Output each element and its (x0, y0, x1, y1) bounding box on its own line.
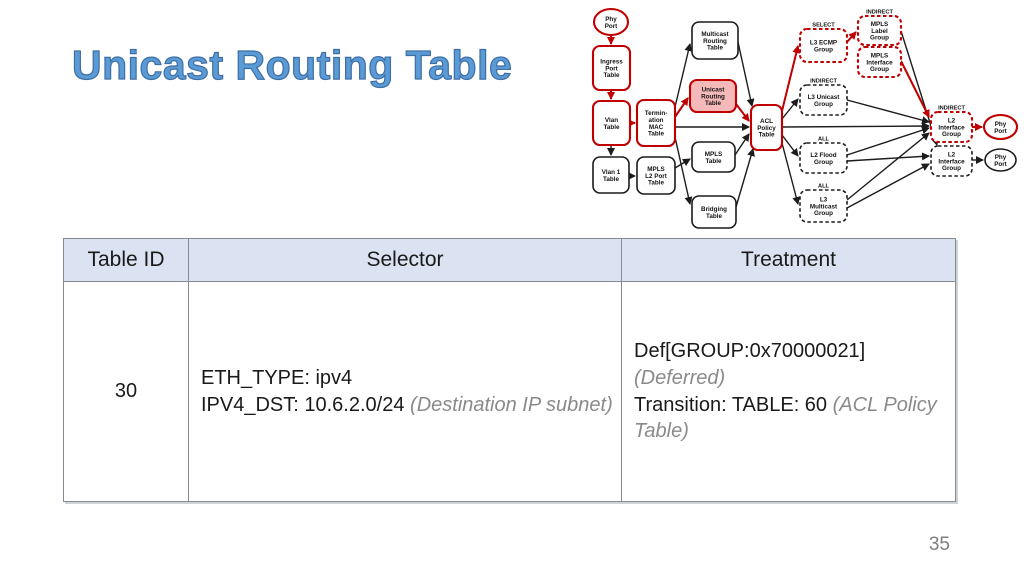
column-header-selector: Selector (188, 238, 622, 282)
flow-table: Table ID Selector Treatment 30 ETH_TYPE:… (63, 238, 956, 502)
diagram-tag-l3-multicast-group: ALL (818, 184, 830, 190)
diagram-edge (846, 99, 930, 125)
diagram-edge (781, 98, 799, 120)
diagram-edge (846, 31, 857, 43)
diagram-edge (846, 126, 930, 156)
table-row: 30 ETH_TYPE: ipv4 IPV4_DST: 10.6.2.0/24 … (63, 281, 956, 502)
selector-line: ETH_TYPE: ipv4 (201, 366, 353, 389)
diagram-tag-l2-interface-group-a: INDIRECT (938, 106, 965, 112)
diagram-edge (674, 136, 693, 205)
diagram-edge (846, 152, 930, 162)
diagram-tag-l3-ecmp-group: SELECT (812, 23, 835, 29)
cell-table-id: 30 (63, 281, 189, 502)
column-header-table-id: Table ID (63, 238, 189, 282)
diagram-edge (735, 103, 750, 122)
diagram-edge (846, 132, 930, 201)
diagram-edge (781, 45, 801, 112)
page-number: 35 (928, 534, 950, 555)
diagram-edge (735, 148, 755, 208)
flow-table-header-row: Table ID Selector Treatment (63, 238, 956, 282)
treatment-line: Transition: TABLE: 60 (ACL Policy Table) (634, 393, 937, 443)
diagram-edge (781, 134, 799, 157)
diagram-edge (674, 97, 689, 118)
cell-treatment: Def[GROUP:0x70000021] (Deferred) Transit… (621, 281, 956, 502)
diagram-edge (781, 122, 930, 131)
diagram-edge (846, 163, 930, 209)
diagram-edge (674, 158, 691, 169)
diagram-edge (737, 41, 755, 107)
selector-line: IPV4_DST: 10.6.2.0/24 (Destination IP su… (201, 393, 613, 416)
diagram-edge (674, 43, 693, 108)
page-title: Unicast Routing Table (71, 41, 513, 88)
diagram-edge (900, 60, 930, 118)
treatment-note: (ACL Policy Table) (634, 393, 937, 443)
diagram-tag-l3-unicast-group: INDIRECT (810, 79, 837, 85)
cell-selector: ETH_TYPE: ipv4 IPV4_DST: 10.6.2.0/24 (De… (188, 281, 622, 502)
diagram-edge (734, 133, 750, 156)
selector-note: (Destination IP subnet) (410, 393, 613, 416)
treatment-note: (Deferred) (634, 366, 726, 389)
treatment-line: Def[GROUP:0x70000021] (Deferred) (634, 340, 866, 389)
diagram-tag-l2-flood-group: ALL (818, 137, 830, 143)
column-header-treatment: Treatment (621, 238, 956, 282)
diagram-tag-mpls-label-group: INDIRECT (866, 10, 893, 16)
diagram-edge (781, 142, 801, 205)
